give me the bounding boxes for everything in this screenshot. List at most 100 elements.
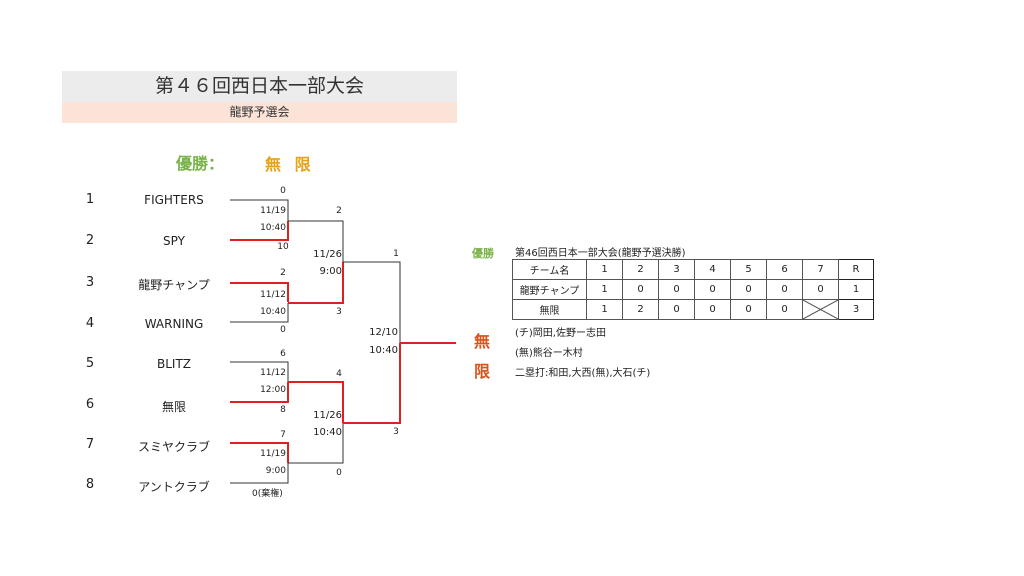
table-header-cell: 5	[730, 259, 767, 280]
table-cell-runs: 1	[838, 279, 874, 300]
table-cell-runs: 3	[838, 299, 874, 320]
bracket-line	[230, 303, 289, 323]
champion-name: 限	[474, 362, 491, 381]
match-time: 10:40	[260, 307, 286, 317]
match-score: 0	[280, 186, 286, 196]
match-date: 11/12	[260, 290, 286, 300]
match-time: 10:40	[260, 223, 286, 233]
table-cell: 0	[622, 279, 659, 300]
winner-name: 無 限	[265, 155, 315, 174]
match-score: 0(棄権)	[252, 489, 283, 499]
table-cell: 0	[730, 279, 767, 300]
table-cell-team: 龍野チャンプ	[512, 279, 587, 300]
tournament-subtitle: 龍野予選会	[62, 102, 457, 123]
team-name: SPY	[163, 234, 185, 248]
seed-number: 7	[85, 437, 95, 452]
seed-number: 1	[85, 192, 95, 207]
match-score: 3	[393, 427, 399, 437]
match-score: 1	[393, 249, 399, 259]
bracket-line-win	[288, 381, 344, 423]
table-header-cell: チーム名	[512, 259, 587, 280]
bracket-line	[288, 423, 344, 464]
match-score: 2	[280, 268, 286, 278]
table-row: 龍野チャンプ 1 0 0 0 0 0 0 1	[512, 279, 874, 300]
match-score: 0	[336, 468, 342, 478]
table-cell: 0	[694, 299, 731, 320]
team-name: 龍野チャンプ	[138, 278, 210, 292]
tournament-title: 第４６回西日本一部大会	[62, 71, 457, 102]
table-cell: 0	[658, 299, 695, 320]
table-header-cell: 1	[586, 259, 623, 280]
table-header-cell: 7	[802, 259, 839, 280]
bracket-line	[343, 261, 401, 343]
table-row: 無限 1 2 0 0 0 0 3	[512, 299, 874, 320]
match-score: 4	[336, 369, 342, 379]
result-title: 第46回西日本一部大会(龍野予選決勝)	[515, 248, 686, 259]
team-name: FIGHTERS	[144, 193, 204, 207]
table-header-cell: R	[838, 259, 874, 280]
champion-name: 無	[474, 332, 491, 351]
table-cell: 0	[658, 279, 695, 300]
match-time: 10:40	[369, 345, 398, 356]
game-note: 二塁打:和田,大西(無),大石(チ)	[515, 368, 651, 379]
table-cell: 0	[694, 279, 731, 300]
match-time: 9:00	[319, 266, 342, 277]
result-label: 優勝	[472, 247, 494, 260]
table-cell: 0	[802, 279, 839, 300]
winner-label: 優勝：	[176, 154, 225, 173]
match-date: 11/26	[313, 249, 342, 260]
cross-mark-icon	[803, 300, 838, 319]
match-time: 12:00	[260, 385, 286, 395]
table-cell: 0	[766, 279, 803, 300]
seed-number: 8	[85, 477, 95, 492]
bracket-line	[230, 361, 289, 382]
game-note: (チ)岡田,佐野ー志田	[515, 328, 606, 339]
bracket-line-win	[288, 262, 344, 304]
bracket-line	[288, 220, 344, 262]
bracket-line-win	[343, 343, 401, 424]
table-cell: 0	[730, 299, 767, 320]
match-date: 11/19	[260, 206, 286, 216]
match-score: 7	[280, 430, 286, 440]
table-cell: 1	[586, 279, 623, 300]
bracket-line-win	[230, 221, 289, 241]
match-time: 9:00	[265, 466, 286, 476]
table-cell-team: 無限	[512, 299, 587, 320]
match-date: 12/10	[369, 327, 398, 338]
match-time: 10:40	[313, 427, 342, 438]
seed-number: 3	[85, 275, 95, 290]
match-score: 8	[280, 405, 286, 415]
team-name: WARNING	[144, 317, 204, 331]
seed-number: 4	[85, 316, 95, 331]
match-score: 3	[336, 307, 342, 317]
table-cell: 2	[622, 299, 659, 320]
seed-number: 5	[85, 356, 95, 371]
match-score: 6	[280, 349, 286, 359]
bracket-line-win	[230, 282, 289, 302]
match-score: 0	[280, 325, 286, 335]
team-name: アントクラブ	[138, 480, 210, 494]
table-header-row: チーム名 1 2 3 4 5 6 7 R	[512, 259, 874, 280]
seed-number: 2	[85, 233, 95, 248]
bracket-line-win	[230, 442, 289, 463]
bracket-line-win	[230, 382, 289, 403]
match-date: 11/19	[260, 449, 286, 459]
match-score: 2	[336, 206, 342, 216]
team-name: BLITZ	[156, 357, 191, 371]
match-score: 10	[277, 242, 289, 252]
bracket-line	[230, 463, 289, 484]
match-date: 11/12	[260, 368, 286, 378]
table-cell-crossed	[802, 299, 839, 320]
table-cell: 0	[766, 299, 803, 320]
table-header-cell: 3	[658, 259, 695, 280]
table-header-cell: 2	[622, 259, 659, 280]
table-header-cell: 4	[694, 259, 731, 280]
table-cell: 1	[586, 299, 623, 320]
match-date: 11/26	[313, 410, 342, 421]
team-name: 無限	[161, 400, 186, 414]
box-score-table: チーム名 1 2 3 4 5 6 7 R 龍野チャンプ 1 0 0 0 0 0 …	[512, 259, 874, 320]
team-name: スミヤクラブ	[137, 440, 210, 454]
seed-number: 6	[85, 397, 95, 412]
table-header-cell: 6	[766, 259, 803, 280]
